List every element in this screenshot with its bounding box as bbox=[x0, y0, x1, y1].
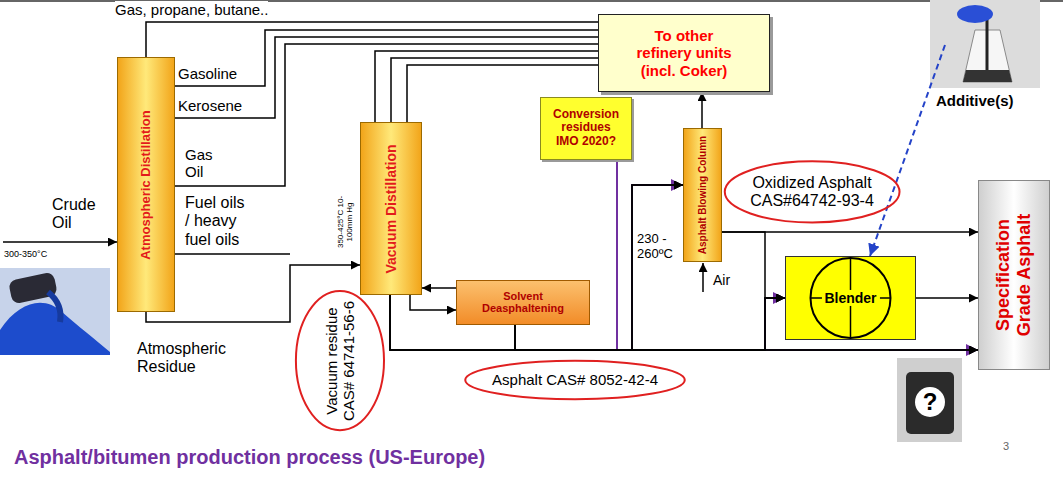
additive-arrow bbox=[870, 45, 945, 256]
node-label: Blender bbox=[821, 290, 879, 306]
flow-line bbox=[422, 287, 456, 289]
condition-label: 350-425°C 10-100mm Hg bbox=[336, 191, 354, 253]
node-label: Asphalt Blowing Column bbox=[697, 136, 709, 254]
node-label: Oxidized Asphalt CAS#64742-93-4 bbox=[742, 174, 882, 211]
flow-line bbox=[701, 92, 703, 128]
question-mark: ? bbox=[923, 388, 938, 416]
product-photo bbox=[915, 387, 945, 417]
node-text: To other refinery units (incl. Coker) bbox=[629, 27, 739, 79]
photo-caption: Additive(s) bbox=[936, 92, 1014, 109]
stream-label: Gas Oil bbox=[185, 146, 221, 181]
distillation-column: Vacuum Distillation bbox=[360, 122, 422, 295]
node-text: Vacuum Distillation bbox=[383, 144, 399, 273]
highlight-ellipse: Vacuum residue CAS# 64741-56-6 bbox=[295, 288, 385, 433]
input-label: Air bbox=[713, 272, 730, 288]
air-arrow bbox=[702, 263, 704, 292]
node-text: Vacuum residue CAS# 64741-56-6 bbox=[323, 296, 358, 426]
highlight-ellipse: Asphalt CAS# 8052-42-4 bbox=[463, 360, 687, 400]
edge-label: Gasoline bbox=[178, 65, 237, 82]
blowing-column: Asphalt Blowing Column bbox=[683, 128, 722, 262]
caption: Asphalt/bitumen production process (US-E… bbox=[14, 446, 485, 469]
node-label: Specification Grade Asphalt bbox=[993, 205, 1034, 345]
node-text: Atmospheric Distillation bbox=[139, 110, 154, 260]
node-text: Blender bbox=[821, 290, 879, 306]
flow-line bbox=[617, 160, 978, 350]
flow-line bbox=[410, 295, 456, 310]
flow-line bbox=[175, 37, 598, 118]
flow-line bbox=[390, 185, 683, 350]
node-label: Vacuum residue CAS# 64741-56-6 bbox=[323, 296, 358, 426]
ellipse-outline bbox=[725, 161, 900, 222]
question-mark: ? bbox=[923, 388, 938, 416]
temperature-label: 300-350°C bbox=[4, 249, 47, 259]
stream-label: Crude Oil bbox=[52, 196, 102, 233]
ellipse-outline bbox=[465, 361, 685, 399]
node-text: Solvent Deasphaltening bbox=[466, 290, 580, 315]
node-text: Specification Grade Asphalt bbox=[993, 205, 1034, 345]
node-text: Asphalt Blowing Column bbox=[697, 136, 709, 254]
product-photo bbox=[897, 358, 962, 442]
product-line bbox=[175, 253, 290, 255]
node-text: Oxidized Asphalt CAS#64742-93-4 bbox=[742, 174, 882, 211]
blender-symbol bbox=[811, 258, 891, 338]
note-box: Conversion residues IMO 2020? bbox=[540, 97, 632, 160]
stream-label: Atmospheric Residue bbox=[137, 340, 237, 377]
edge-label: Gas Oil bbox=[185, 146, 221, 181]
node-label: Solvent Deasphaltening bbox=[466, 290, 580, 315]
flow-line bbox=[617, 160, 683, 350]
additive-photo bbox=[963, 70, 1012, 82]
blender-unit: Blender bbox=[785, 256, 916, 340]
input-label: Air bbox=[713, 272, 730, 288]
node-label: Vacuum Distillation bbox=[383, 144, 399, 273]
stream-label: Crude Oil bbox=[52, 196, 102, 233]
highlight-ellipse: Oxidized Asphalt CAS#64742-93-4 bbox=[723, 160, 901, 224]
page-number: 3 bbox=[1003, 440, 1009, 453]
crude-photo bbox=[8, 271, 58, 304]
edge-label: Atmospheric Residue bbox=[137, 340, 237, 377]
product-box: Specification Grade Asphalt bbox=[978, 180, 1050, 370]
temperature-label: 300-350°C bbox=[4, 249, 47, 259]
distillation-column: Atmospheric Distillation bbox=[117, 57, 175, 312]
process-box: Solvent Deasphaltening bbox=[456, 280, 590, 325]
stream-label: Gas, propane, butane.. bbox=[115, 1, 268, 18]
edge-label: Kerosene bbox=[178, 97, 242, 114]
photo-caption: Additive(s) bbox=[936, 92, 1014, 109]
stream-label: Kerosene bbox=[178, 97, 242, 114]
node-label: Conversion residues IMO 2020? bbox=[550, 108, 622, 149]
additive-photo bbox=[957, 5, 993, 23]
additive-photo bbox=[930, 0, 1040, 88]
condition-label: 350-425°C 10-100mm Hg bbox=[336, 191, 354, 253]
page-number: 3 bbox=[1003, 440, 1009, 453]
stream-label: Fuel oils / heavy fuel oils bbox=[185, 194, 251, 249]
crude-photo bbox=[48, 292, 61, 322]
crude-photo bbox=[0, 268, 110, 355]
temperature-label: 230 - 260ºC bbox=[637, 232, 681, 262]
node-label: Asphalt CAS# 8052-42-4 bbox=[492, 371, 658, 388]
flow-line bbox=[916, 297, 978, 299]
ellipse-outline bbox=[296, 291, 384, 430]
node-text: Conversion residues IMO 2020? bbox=[550, 108, 622, 149]
stream-label: Fuel oils / heavy fuel oils bbox=[185, 194, 251, 249]
crude-photo bbox=[0, 303, 110, 355]
flow-line bbox=[722, 232, 785, 298]
product-photo bbox=[906, 372, 954, 434]
caption: Asphalt/bitumen production process (US-E… bbox=[14, 446, 485, 469]
stream-label: Gasoline bbox=[178, 65, 237, 82]
node-label: Atmospheric Distillation bbox=[139, 110, 154, 260]
node-text: Asphalt CAS# 8052-42-4 bbox=[492, 371, 658, 388]
feed-arrow bbox=[3, 241, 117, 243]
process-box: To other refinery units (incl. Coker) bbox=[598, 14, 770, 92]
flow-line bbox=[515, 185, 683, 350]
edge-label: Gas, propane, butane.. bbox=[115, 1, 268, 18]
node-label: To other refinery units (incl. Coker) bbox=[629, 27, 739, 79]
temperature-label: 230 - 260ºC bbox=[637, 232, 681, 262]
